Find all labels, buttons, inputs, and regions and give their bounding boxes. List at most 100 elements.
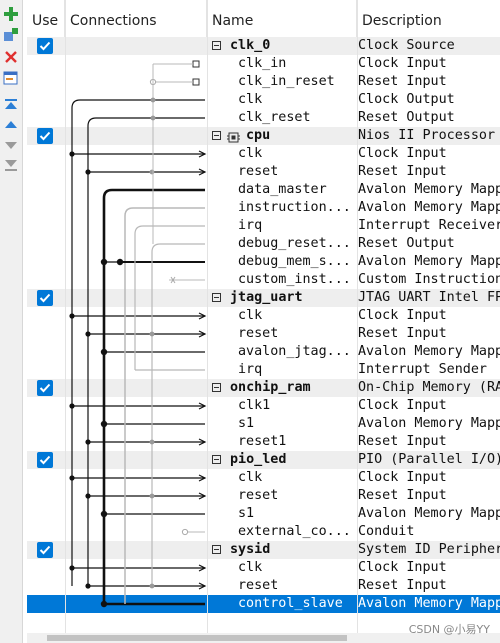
connection-point[interactable] xyxy=(100,348,108,356)
connection-point[interactable] xyxy=(181,528,189,536)
collapse-icon[interactable] xyxy=(212,41,221,50)
connection-point[interactable] xyxy=(100,420,108,428)
interface-row[interactable]: instruction...Avalon Memory Mapp xyxy=(27,199,500,217)
interface-row[interactable]: debug_mem_s...Avalon Memory Mapp xyxy=(27,253,500,271)
connection-point[interactable] xyxy=(149,439,155,445)
connection-point[interactable] xyxy=(149,583,155,589)
use-checkbox[interactable] xyxy=(37,542,53,558)
use-checkbox[interactable] xyxy=(37,452,53,468)
description-column-header[interactable]: Description xyxy=(362,13,442,29)
export-pin[interactable] xyxy=(192,78,200,86)
collapse-icon[interactable] xyxy=(212,383,221,392)
connection-point[interactable] xyxy=(69,475,75,481)
connection-point[interactable] xyxy=(116,258,124,266)
connection-arrow xyxy=(198,402,207,410)
use-checkbox[interactable] xyxy=(37,128,53,144)
connection-point[interactable] xyxy=(69,565,75,571)
connection-point[interactable] xyxy=(100,258,108,266)
connection-arrow xyxy=(198,438,207,446)
interface-row[interactable]: debug_reset...Reset Output xyxy=(27,235,500,253)
interface-row[interactable]: custom_inst...Custom Instruction xyxy=(27,271,500,289)
connection-point[interactable] xyxy=(85,493,91,499)
connection-line xyxy=(87,117,205,586)
connections-column-header[interactable]: Connections xyxy=(65,0,207,37)
interface-row[interactable]: avalon_jtag...Avalon Memory Mapp xyxy=(27,343,500,361)
connections-diagram[interactable] xyxy=(27,0,500,643)
component-name: jtag_uart xyxy=(230,290,303,305)
use-checkbox[interactable] xyxy=(37,38,53,54)
connection-point[interactable] xyxy=(149,493,155,499)
move-up-icon[interactable] xyxy=(2,117,20,133)
connection-point[interactable] xyxy=(85,439,91,445)
add-connection-icon[interactable] xyxy=(2,27,20,43)
use-checkbox[interactable] xyxy=(37,290,53,306)
connection-point[interactable] xyxy=(69,313,75,319)
connection-point[interactable] xyxy=(150,115,156,121)
connection-arrow xyxy=(198,474,207,482)
use-checkbox[interactable] xyxy=(37,380,53,396)
component-description: Avalon Memory Mapp xyxy=(358,182,500,197)
connection-point[interactable] xyxy=(85,331,91,337)
move-bottom-icon[interactable] xyxy=(2,157,20,173)
connection-point[interactable] xyxy=(85,583,91,589)
collapse-icon[interactable] xyxy=(212,131,221,140)
connection-point[interactable] xyxy=(69,151,75,157)
component-description: Avalon Memory Mapp xyxy=(358,416,500,431)
add-icon[interactable] xyxy=(2,6,20,22)
connection-point[interactable] xyxy=(85,169,91,175)
interface-row[interactable]: external_co...Conduit xyxy=(27,523,500,541)
connection-point[interactable] xyxy=(150,97,156,103)
scrollbar-thumb[interactable] xyxy=(47,635,347,641)
remove-icon[interactable] xyxy=(2,49,20,65)
export-pin[interactable] xyxy=(192,60,200,68)
use-column-header[interactable]: Use xyxy=(27,0,65,37)
name-column-header[interactable]: Name xyxy=(207,0,357,37)
interface-name: clk_in xyxy=(238,56,287,71)
component-description: Reset Output xyxy=(358,236,455,251)
component-description: Clock Output xyxy=(358,92,455,107)
connection-arrow xyxy=(198,150,207,158)
edit-icon[interactable] xyxy=(2,70,20,86)
collapse-icon[interactable] xyxy=(212,455,221,464)
connection-point[interactable] xyxy=(100,600,108,608)
connection-point[interactable] xyxy=(149,331,155,337)
connection-point[interactable] xyxy=(149,169,155,175)
collapse-icon[interactable] xyxy=(212,545,221,554)
collapse-icon[interactable] xyxy=(212,293,221,302)
interface-name: external_co... xyxy=(238,524,351,539)
horizontal-scrollbar[interactable] xyxy=(27,633,500,643)
move-top-icon[interactable] xyxy=(2,97,20,113)
processor-icon xyxy=(227,129,240,143)
interface-name: clk xyxy=(238,560,263,575)
connection-point[interactable] xyxy=(100,510,108,518)
move-down-icon[interactable] xyxy=(2,137,20,153)
component-toolbar xyxy=(0,0,23,643)
connection-point[interactable] xyxy=(69,403,75,409)
